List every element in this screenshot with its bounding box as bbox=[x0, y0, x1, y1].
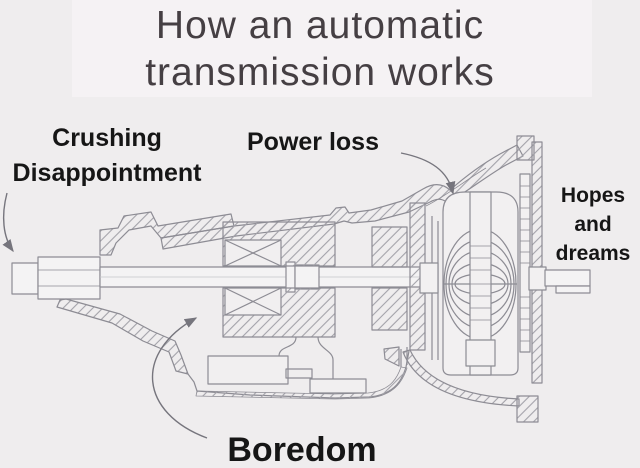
caption-box bbox=[72, 0, 592, 97]
torque-converter bbox=[419, 191, 519, 376]
hopes-line-3: dreams bbox=[555, 242, 631, 265]
boredom-leader-arrow bbox=[151, 317, 208, 439]
output-shaft bbox=[11, 256, 101, 300]
power-loss-leader-arrow bbox=[400, 152, 456, 195]
hopes-line-2: and bbox=[574, 213, 612, 236]
valve-body bbox=[207, 336, 367, 394]
page-title: How an automatic transmission works bbox=[0, 2, 640, 96]
label-boredom: Boredom bbox=[227, 431, 377, 468]
oil-pan bbox=[187, 346, 410, 400]
hopes-line-1: Hopes bbox=[560, 184, 626, 207]
input-shaft-stub bbox=[528, 266, 591, 294]
label-power-loss: Power loss bbox=[247, 128, 379, 156]
title-line-2: transmission works bbox=[145, 51, 495, 94]
crushing-line-1: Crushing bbox=[52, 124, 162, 152]
bearing-x-upper bbox=[224, 239, 282, 267]
main-shaft bbox=[99, 261, 423, 293]
gear-block bbox=[222, 221, 408, 338]
crushing-line-2: Disappointment bbox=[12, 159, 202, 187]
label-crushing-disappointment: Crushing Disappointment bbox=[0, 121, 214, 191]
engine-plate bbox=[531, 141, 543, 384]
title-line-1: How an automatic bbox=[155, 4, 485, 47]
crushing-leader-arrow bbox=[2, 192, 14, 253]
bearing-x-lower bbox=[224, 287, 282, 316]
converter-hub bbox=[469, 191, 492, 376]
flexplate bbox=[519, 173, 531, 353]
label-hopes-and-dreams: Hopes and dreams bbox=[545, 181, 640, 268]
